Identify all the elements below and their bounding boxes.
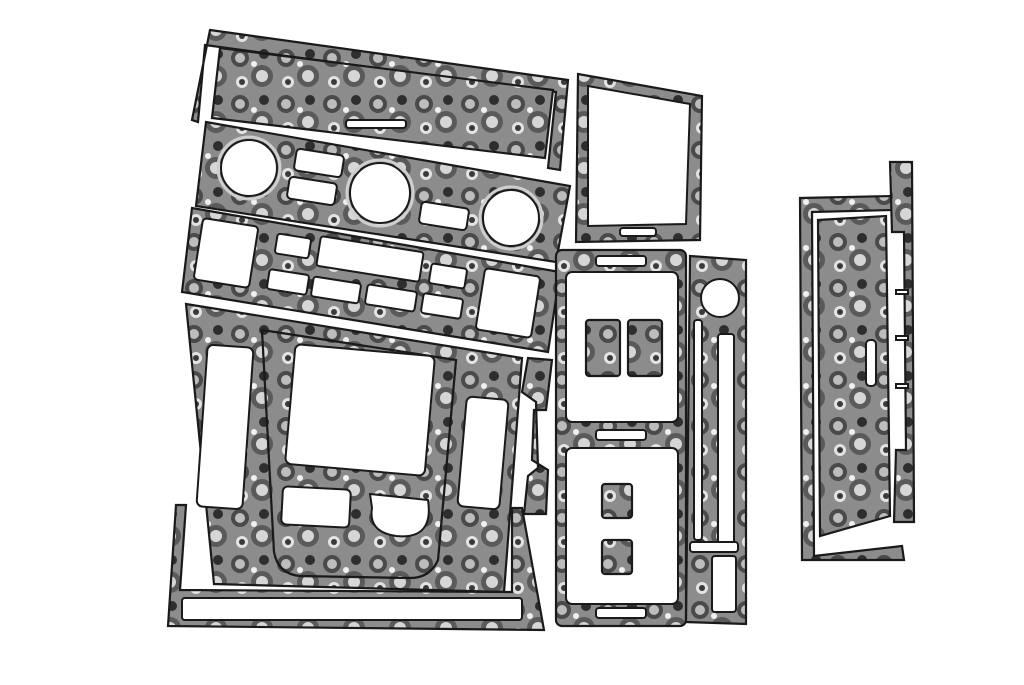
center-console-gear-surround-piece — [184, 302, 524, 594]
round-knob-side-strip-piece — [684, 254, 748, 626]
console-bottom-trim-strip-piece — [166, 503, 546, 632]
window-switch-panel-piece — [554, 248, 688, 628]
climate-control-panel-piece — [194, 120, 572, 264]
long-door-panel-piece — [798, 160, 916, 562]
side-curved-trim-piece — [520, 356, 554, 516]
top-vent-strip-piece — [190, 28, 570, 172]
radio-panel-piece — [180, 206, 562, 354]
navigation-screen-frame-piece — [574, 72, 704, 244]
